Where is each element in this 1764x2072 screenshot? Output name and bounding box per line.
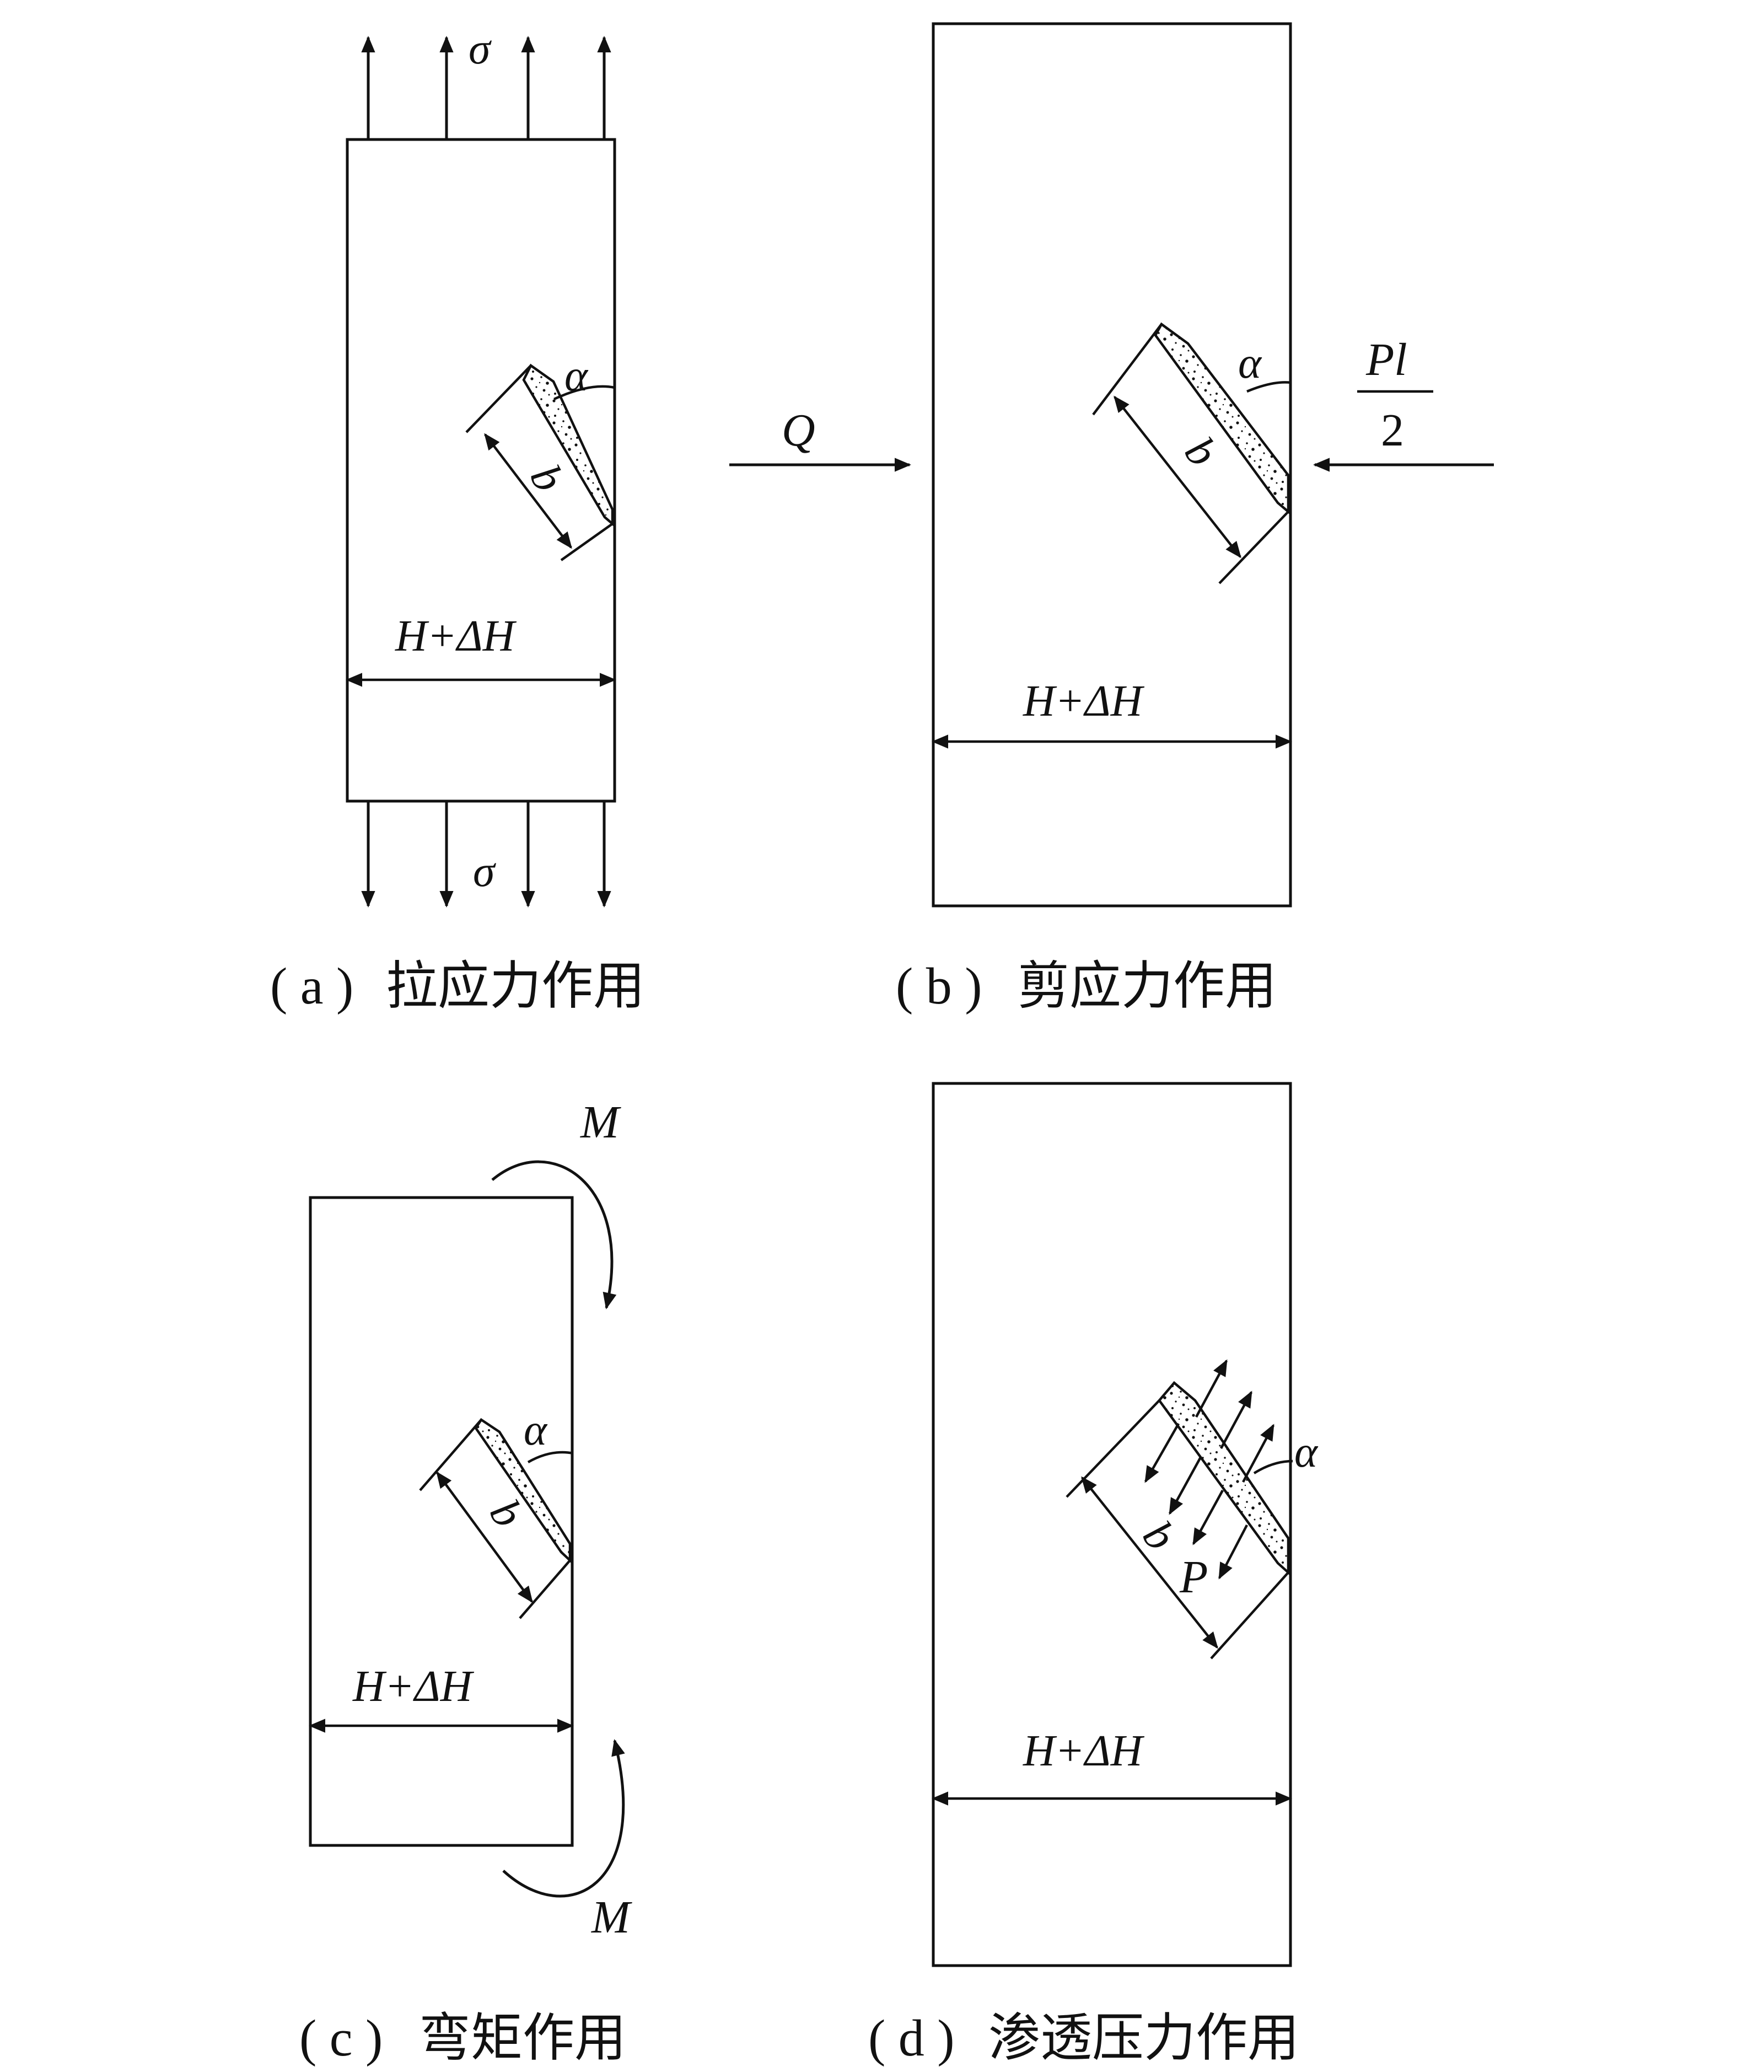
caption-a: ( a ) — [270, 958, 353, 1015]
shear-force-label: Q — [782, 405, 815, 456]
pressure-label: P — [1179, 1552, 1208, 1603]
reaction-denominator: 2 — [1381, 405, 1404, 456]
caption-b-text: 剪应力作用 — [1018, 956, 1277, 1016]
dimension-label-b: H+ΔH — [1023, 677, 1145, 726]
angle-arc-d — [1253, 1459, 1293, 1474]
moment-label-bottom: M — [591, 1892, 632, 1943]
angle-label-b: α — [1238, 339, 1262, 388]
caption-d: ( d ) — [868, 2010, 955, 2067]
tension-arrows-top — [361, 36, 611, 139]
caption-c-text: 弯矩作用 — [419, 2008, 626, 2068]
moment-arrow-top — [491, 1160, 617, 1309]
panel-d: α P b H+ΔH ( d ) 渗透压力作用 — [868, 1082, 1319, 2068]
crack-width-label-b: b — [1175, 428, 1227, 476]
dimension-label-a: H+ΔH — [395, 612, 517, 661]
angle-label-a: α — [564, 352, 589, 400]
stress-label-bottom: σ — [473, 847, 496, 896]
crack-d — [1158, 1381, 1290, 1576]
crack-c — [474, 1418, 572, 1564]
dimension-label-d: H+ΔH — [1023, 1727, 1145, 1775]
crack-b — [1154, 322, 1290, 514]
angle-arc-c — [527, 1451, 574, 1463]
stress-label-top: σ — [469, 25, 492, 73]
moment-arrow-bottom — [502, 1739, 625, 1898]
specimen-d — [932, 1082, 1292, 1967]
seepage-pressure-arrows-outward — [1195, 1359, 1274, 1483]
specimen-c — [309, 1196, 574, 1847]
angle-arc-a — [553, 385, 615, 401]
crack-width-dimension-a — [484, 433, 572, 549]
angle-label-c: α — [524, 1406, 548, 1454]
specimen-b — [932, 22, 1292, 908]
caption-d-text: 渗透压力作用 — [988, 2008, 1299, 2068]
panel-a: σ σ α b H+ΔH ( a ) 拉应力作用 — [270, 25, 645, 1016]
angle-label-d: α — [1294, 1428, 1319, 1477]
tension-arrows-bottom — [361, 801, 611, 908]
caption-b: ( b ) — [896, 958, 982, 1015]
caption-a-text: 拉应力作用 — [386, 956, 645, 1016]
panel-b: Q Pl 2 α b H+ΔH ( b ) 剪应力作用 — [729, 22, 1494, 1016]
specimen-a — [346, 138, 616, 803]
moment-label-top: M — [580, 1097, 621, 1148]
caption-c: ( c ) — [299, 2010, 383, 2067]
crack-width-dimension-b — [1114, 395, 1241, 559]
dimension-label-c: H+ΔH — [352, 1662, 475, 1711]
angle-arc-b — [1246, 381, 1292, 393]
panel-c: M M α b H+ΔH ( c ) 弯矩作用 — [299, 1097, 632, 2068]
crack-width-dimension-c — [436, 1471, 533, 1603]
reaction-numerator: Pl — [1365, 334, 1407, 385]
crack-width-label-c: b — [480, 1491, 533, 1536]
crack-width-dimension-d — [1081, 1476, 1218, 1649]
crack-width-label-a: b — [520, 457, 573, 500]
